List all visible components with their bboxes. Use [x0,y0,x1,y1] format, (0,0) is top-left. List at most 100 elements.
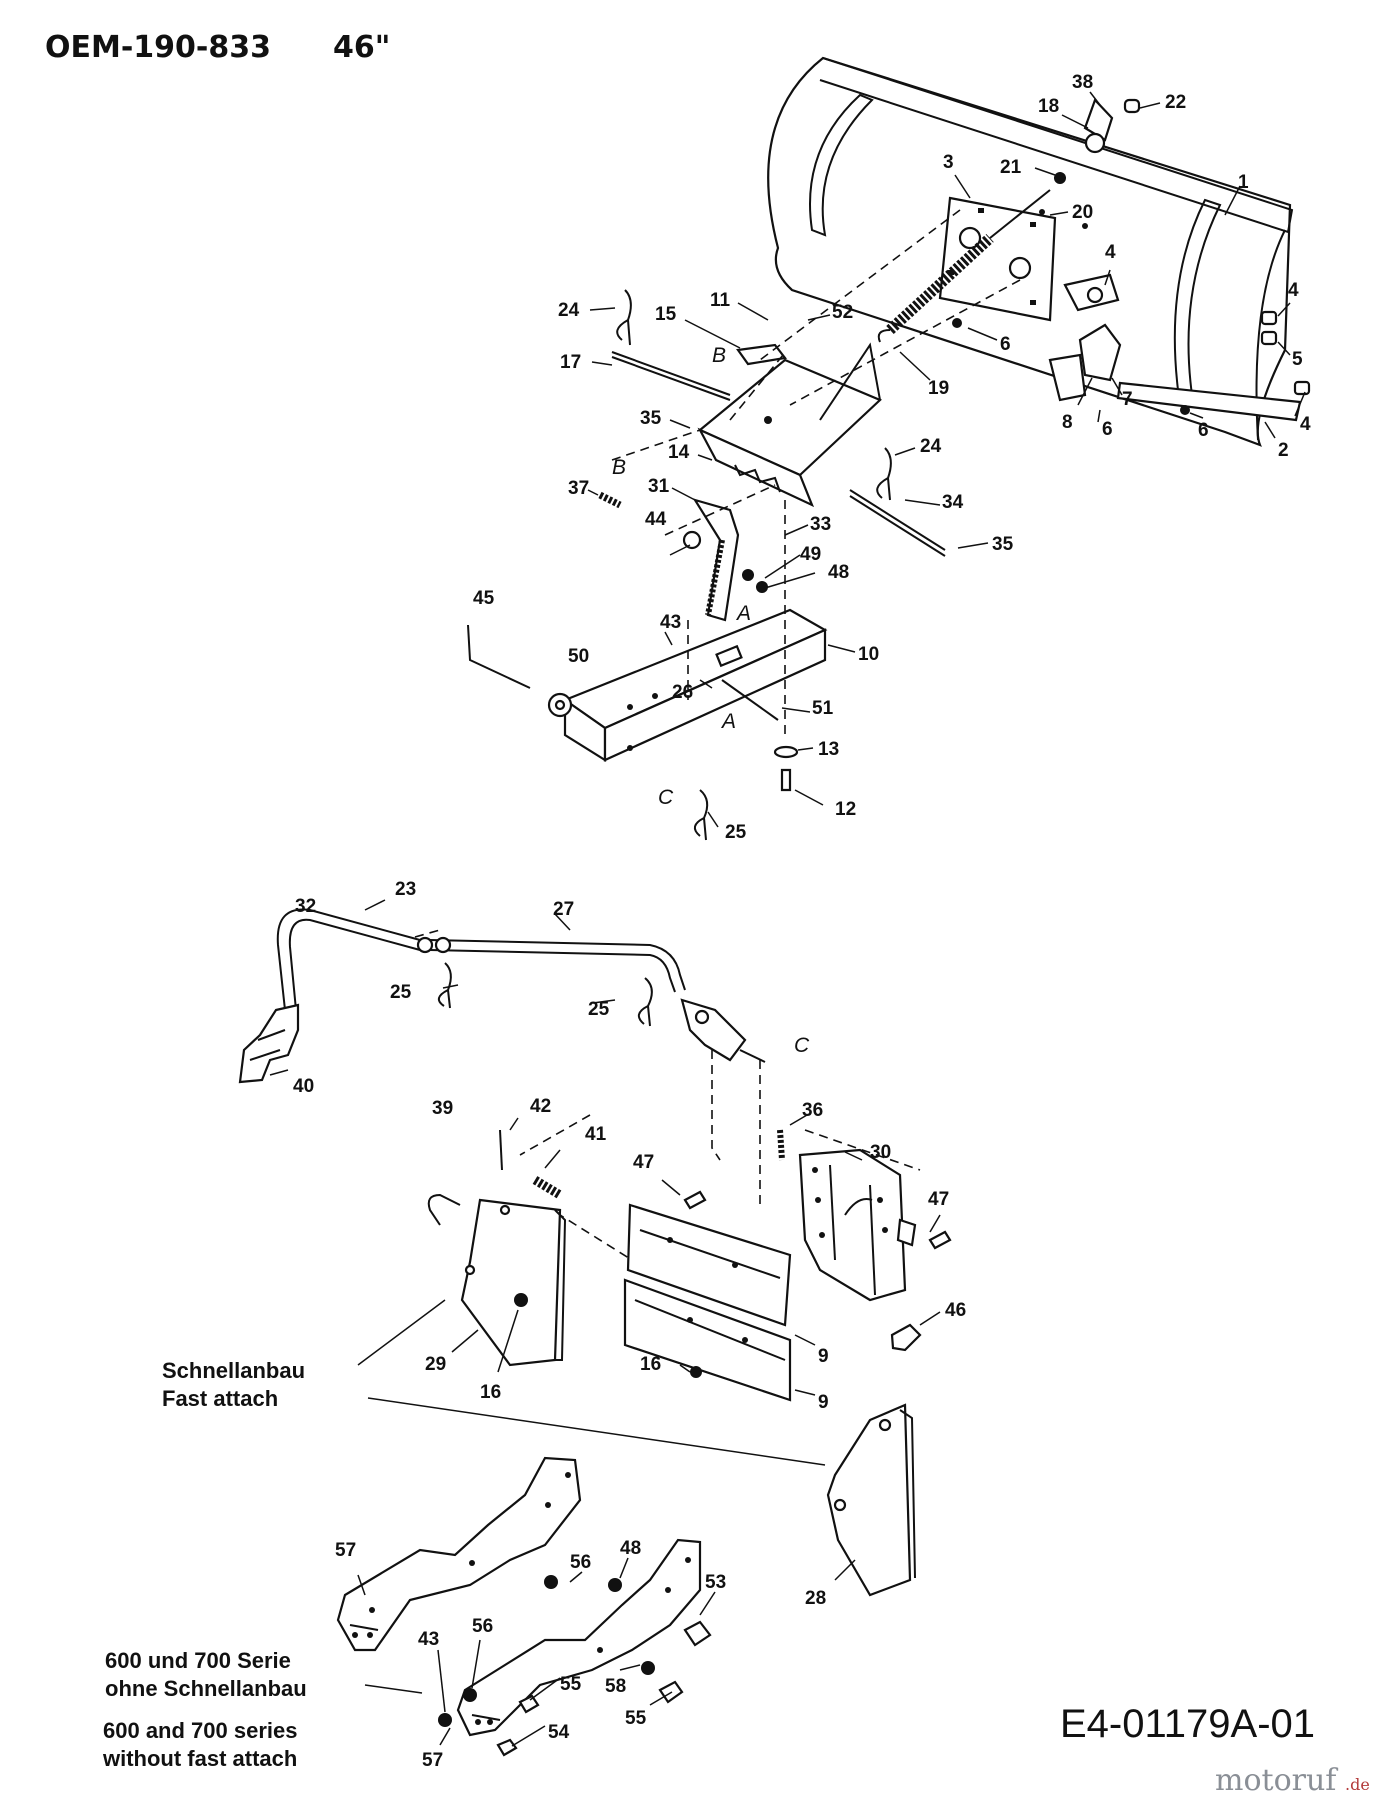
callout-51: 51 [812,698,834,719]
caption-series-de-1: 600 und 700 Serie [105,1648,291,1673]
hitch-hook [427,1129,785,1226]
callout-57: 57 [422,1750,443,1771]
callout-19: 19 [928,378,949,399]
callout-55: 55 [625,1708,647,1729]
callouts: 38 18 22 21 3 1 20 4 4 5 4 6 7 8 6 6 2 1… [293,72,1311,1771]
callout-48: 48 [828,562,849,583]
callout-37: 37 [568,478,589,499]
lock-lever [598,491,768,622]
caption-fast-attach-en: Fast attach [162,1386,278,1411]
side-plate [460,1198,567,1367]
callout-55: 55 [560,1674,582,1695]
bolt [780,768,792,792]
hairpins [437,289,892,1027]
callout-44: 44 [645,509,667,530]
caption-fast-attach-de: Schnellanbau [162,1358,305,1383]
callout-18: 18 [1038,96,1059,117]
callout-47: 47 [928,1189,949,1210]
callout-40: 40 [293,1076,314,1097]
callout-48: 48 [620,1538,641,1559]
callout-43: 43 [418,1629,439,1650]
callout-9: 9 [818,1346,829,1367]
ref-letter-c: C [794,1034,810,1057]
callout-3: 3 [943,152,954,173]
callout-35: 35 [640,408,662,429]
captions: Schnellanbau Fast attach 600 und 700 Ser… [102,1358,307,1771]
callout-54: 54 [548,1722,570,1743]
watermark-brand: motoruf [1215,1763,1338,1798]
callout-9: 9 [818,1392,829,1413]
watermark-logo: motoruf .de [1215,1763,1370,1798]
callout-25: 25 [588,999,610,1020]
callout-21: 21 [1000,157,1022,178]
caption-series-de-2: ohne Schnellanbau [105,1676,307,1701]
mounting-plate [938,196,1057,322]
ref-letter-b: B [612,456,626,479]
callout-46: 46 [945,1300,966,1321]
callout-22: 22 [1165,92,1186,113]
handle-pivot-plate [680,998,766,1063]
wear-strip [1116,381,1302,422]
callout-36: 36 [802,1100,823,1121]
receiver-bracket [798,1148,917,1302]
blade-size: 46" [333,30,390,65]
callout-52: 52 [832,302,853,323]
callout-41: 41 [585,1124,607,1145]
callout-29: 29 [425,1354,446,1375]
pin-long [611,351,731,396]
callout-15: 15 [655,304,677,325]
pin-short [849,489,946,551]
callout-26: 26 [672,682,693,703]
diagram-code: E4-01179A-01 [1060,1702,1315,1746]
watermark-suffix: .de [1345,1775,1370,1794]
callout-30: 30 [870,1142,891,1163]
callout-6: 6 [1198,420,1209,441]
callout-28: 28 [805,1588,826,1609]
ref-letter-c: C [658,786,674,809]
callout-38: 38 [1072,72,1093,93]
caption-leader [357,1299,446,1366]
callout-53: 53 [705,1572,726,1593]
callout-4: 4 [1105,242,1116,263]
callout-leaders [269,91,1306,1747]
callout-1: 1 [1238,172,1249,193]
callout-20: 20 [1072,202,1093,223]
callout-24: 24 [920,436,942,457]
callout-4: 4 [1300,414,1311,435]
model-number: OEM-190-833 [45,30,271,65]
callout-57: 57 [335,1540,356,1561]
ref-letter-a: A [720,710,736,733]
caption-series-en-2: without fast attach [102,1746,297,1771]
ref-letter-b: B [712,344,726,367]
caption-series-en-1: 600 and 700 series [103,1718,297,1743]
callout-45: 45 [473,588,495,609]
pivot-bracket [697,342,882,508]
callout-7: 7 [1122,389,1133,410]
callout-16: 16 [480,1382,501,1403]
callout-6: 6 [1102,419,1113,440]
push-frame [562,608,828,762]
callout-31: 31 [648,476,670,497]
callout-35: 35 [992,534,1014,555]
lift-handle [238,908,686,1084]
bolt-47 [683,1190,707,1210]
callout-8: 8 [1062,412,1073,433]
callout-14: 14 [668,442,690,463]
callout-42: 42 [530,1096,551,1117]
callout-25: 25 [725,822,747,843]
callout-16: 16 [640,1354,661,1375]
callout-5: 5 [1292,349,1303,370]
callout-6: 6 [1000,334,1011,355]
callout-12: 12 [835,799,856,820]
callout-56: 56 [570,1552,591,1573]
callout-34: 34 [942,492,964,513]
callout-17: 17 [560,352,581,373]
callout-39: 39 [432,1098,453,1119]
callout-56: 56 [472,1616,493,1637]
callout-2: 2 [1278,440,1289,461]
callout-49: 49 [800,544,821,565]
callout-10: 10 [858,644,879,665]
assembly-lines [414,209,1021,1266]
series-brackets [336,1456,712,1757]
